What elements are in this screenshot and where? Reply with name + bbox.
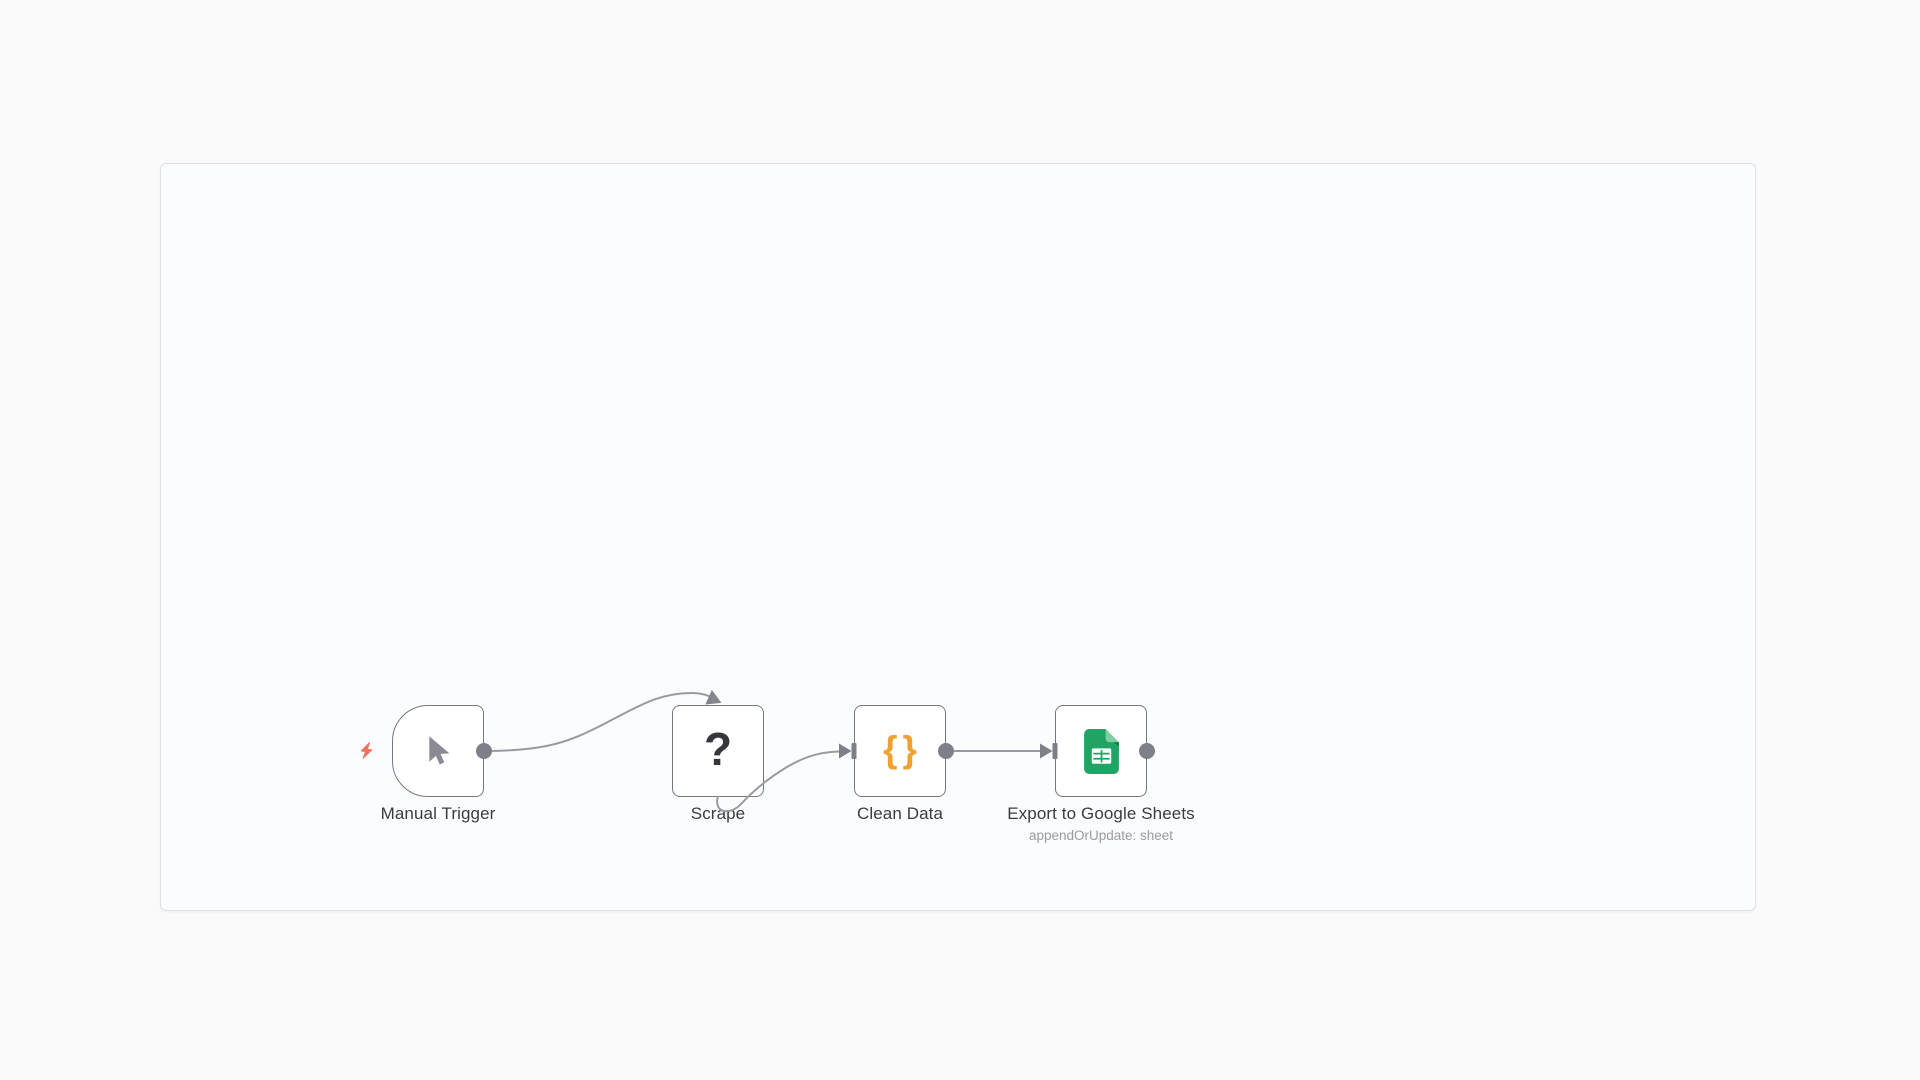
node-label-export-google-sheets: Export to Google Sheets bbox=[1007, 804, 1195, 823]
input-arrow-icon bbox=[1040, 743, 1053, 759]
node-clean-data[interactable]: {} bbox=[854, 705, 946, 797]
workflow-canvas[interactable]: Manual Trigger ? Scrape {} Clean Data Ex… bbox=[160, 163, 1756, 911]
question-mark-icon: ? bbox=[703, 723, 733, 775]
cursor-icon bbox=[428, 735, 449, 764]
node-label-clean-data: Clean Data bbox=[856, 804, 944, 823]
node-label-manual-trigger: Manual Trigger bbox=[380, 804, 496, 823]
node-export-google-sheets[interactable] bbox=[1055, 705, 1147, 797]
curly-braces-icon: {} bbox=[883, 728, 922, 770]
connections-layer bbox=[476, 689, 1155, 813]
google-sheets-icon bbox=[1083, 728, 1119, 774]
lightning-bolt-icon bbox=[360, 742, 373, 759]
node-manual-trigger[interactable] bbox=[392, 705, 484, 797]
node-sublabel-operation: appendOrUpdate: sheet bbox=[1028, 828, 1174, 843]
node-scrape[interactable]: ? bbox=[672, 705, 764, 797]
input-arrow-icon bbox=[839, 743, 852, 759]
